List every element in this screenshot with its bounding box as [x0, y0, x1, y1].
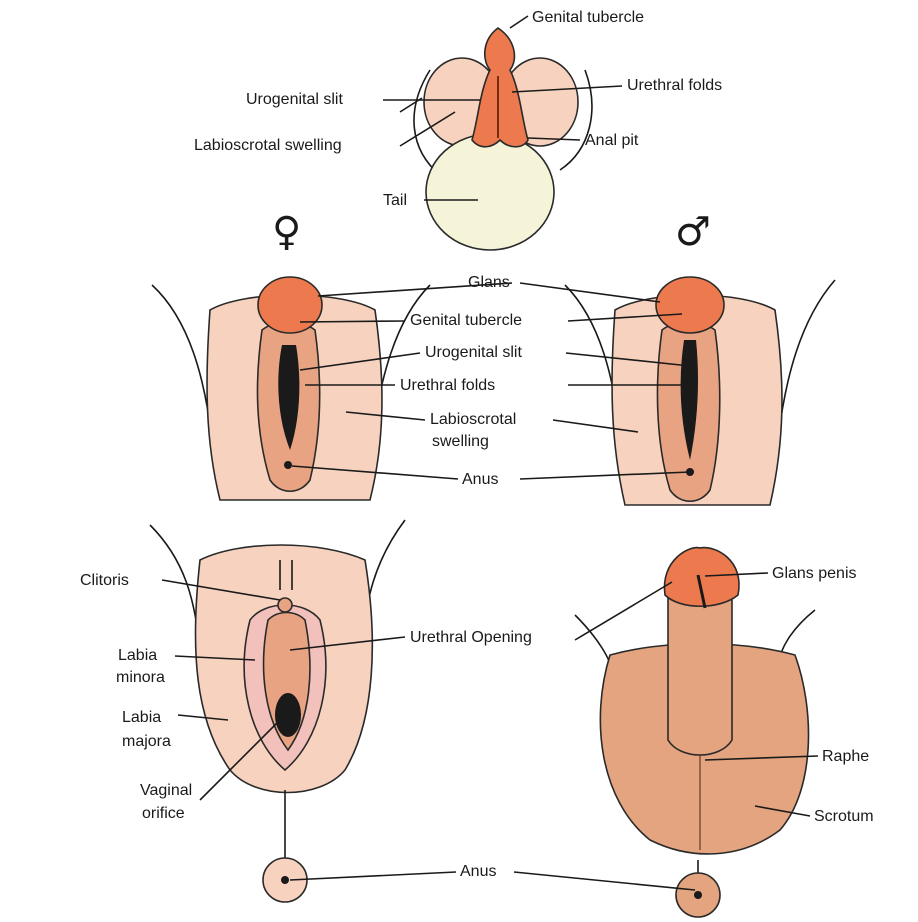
glans-male-intermediate: [656, 277, 724, 333]
tail-shape: [426, 134, 554, 250]
label-tail: Tail: [383, 192, 407, 209]
label-clitoris: Clitoris: [80, 572, 129, 589]
label-glans-penis: Glans penis: [772, 565, 857, 582]
female-final: [150, 520, 405, 902]
label-urethral-opening: Urethral Opening: [410, 629, 532, 646]
label-labioscrotal-swelling-top: Labioscrotal swelling: [194, 137, 342, 154]
label-labia-majora-2: majora: [122, 733, 171, 750]
label-vaginal-orifice-1: Vaginal: [140, 782, 192, 799]
label-labioscrotal-mid-1: Labioscrotal: [430, 411, 516, 428]
glans-female-intermediate: [258, 277, 322, 333]
label-labioscrotal-mid-2: swelling: [432, 433, 489, 450]
intermediate-male: [565, 277, 835, 505]
male-symbol-icon: ♂: [675, 209, 711, 255]
intermediate-female: [152, 277, 430, 500]
label-urogenital-slit-top: Urogenital slit: [246, 91, 343, 108]
label-glans: Glans: [468, 274, 510, 291]
label-scrotum: Scrotum: [814, 808, 874, 825]
label-raphe: Raphe: [822, 748, 869, 765]
label-labia-minora-2: minora: [116, 669, 165, 686]
label-genital-tubercle-mid: Genital tubercle: [410, 312, 522, 329]
label-anal-pit: Anal pit: [585, 132, 639, 149]
label-urethral-folds-top: Urethral folds: [627, 77, 722, 94]
label-genital-tubercle-top: Genital tubercle: [532, 9, 644, 26]
male-final: [575, 548, 815, 917]
female-symbol-icon: ♀: [272, 209, 301, 255]
label-labia-majora-1: Labia: [122, 709, 161, 726]
label-urogenital-slit-mid: Urogenital slit: [425, 344, 522, 361]
label-anus-bottom: Anus: [460, 863, 496, 880]
label-anus-mid: Anus: [462, 471, 498, 488]
label-urethral-folds-mid: Urethral folds: [400, 377, 495, 394]
label-labia-minora-1: Labia: [118, 647, 157, 664]
label-vaginal-orifice-2: orifice: [142, 805, 185, 822]
